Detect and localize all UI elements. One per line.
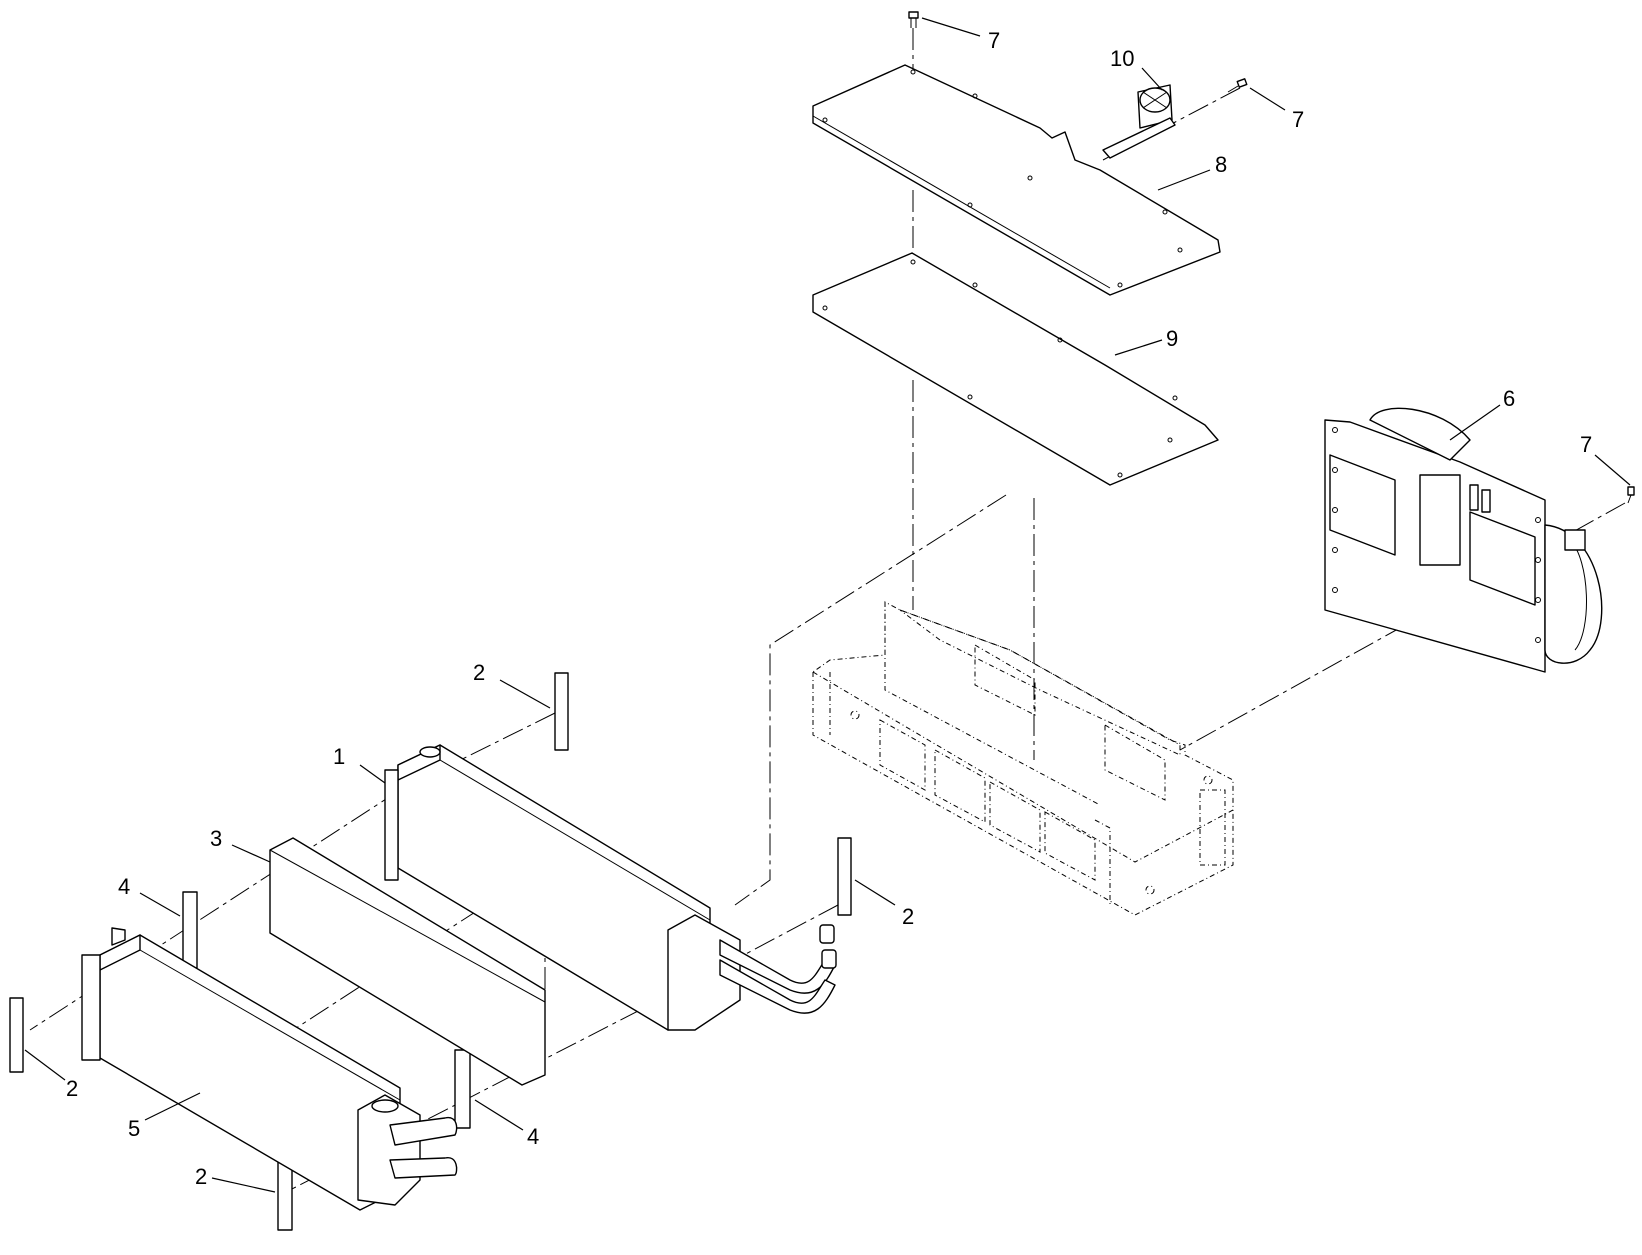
callout-8-cover-plate: 8: [1215, 152, 1227, 177]
screw-top: [908, 11, 919, 28]
callout-7-switch-screw: 7: [1292, 107, 1304, 132]
callout-7-blower-screw: 7: [1580, 432, 1592, 457]
callout-1-heater-core: 1: [333, 744, 345, 769]
cover-plate: [812, 64, 1221, 296]
callout-4-left-seal: 4: [118, 874, 130, 899]
callout-4-bottom-seal: 4: [527, 1124, 539, 1149]
callout-6-blower: 6: [1503, 386, 1515, 411]
heater-core-rear: [384, 744, 837, 1031]
switch-bracket: [1102, 84, 1176, 159]
callout-10-switch: 10: [1110, 46, 1134, 71]
callout-2-top-seal: 2: [473, 660, 485, 685]
blower-assembly: [1324, 407, 1603, 673]
callout-7-top-screw: 7: [988, 28, 1000, 53]
callout-2-right-seal: 2: [902, 904, 914, 929]
callout-9-gasket: 9: [1166, 326, 1178, 351]
callout-2-left-seal: 2: [66, 1076, 78, 1101]
callout-3-panel: 3: [210, 826, 222, 851]
baffle-panel: [269, 837, 546, 1086]
gasket: [812, 252, 1219, 486]
leader-lines: [24, 17, 1631, 1193]
heater-core-front: [81, 927, 458, 1211]
screw-blower: [1627, 486, 1635, 504]
callout-2-bottom-seal: 2: [195, 1164, 207, 1189]
screw-switch: [1227, 78, 1248, 93]
seals: [9, 672, 852, 1231]
callout-5-heater-core: 5: [128, 1116, 140, 1141]
heater-housing: [812, 601, 1234, 916]
callout-labels: 7 10 7 8 9 6 7 2 1 3 4 2 2 5 4 2: [66, 28, 1592, 1189]
